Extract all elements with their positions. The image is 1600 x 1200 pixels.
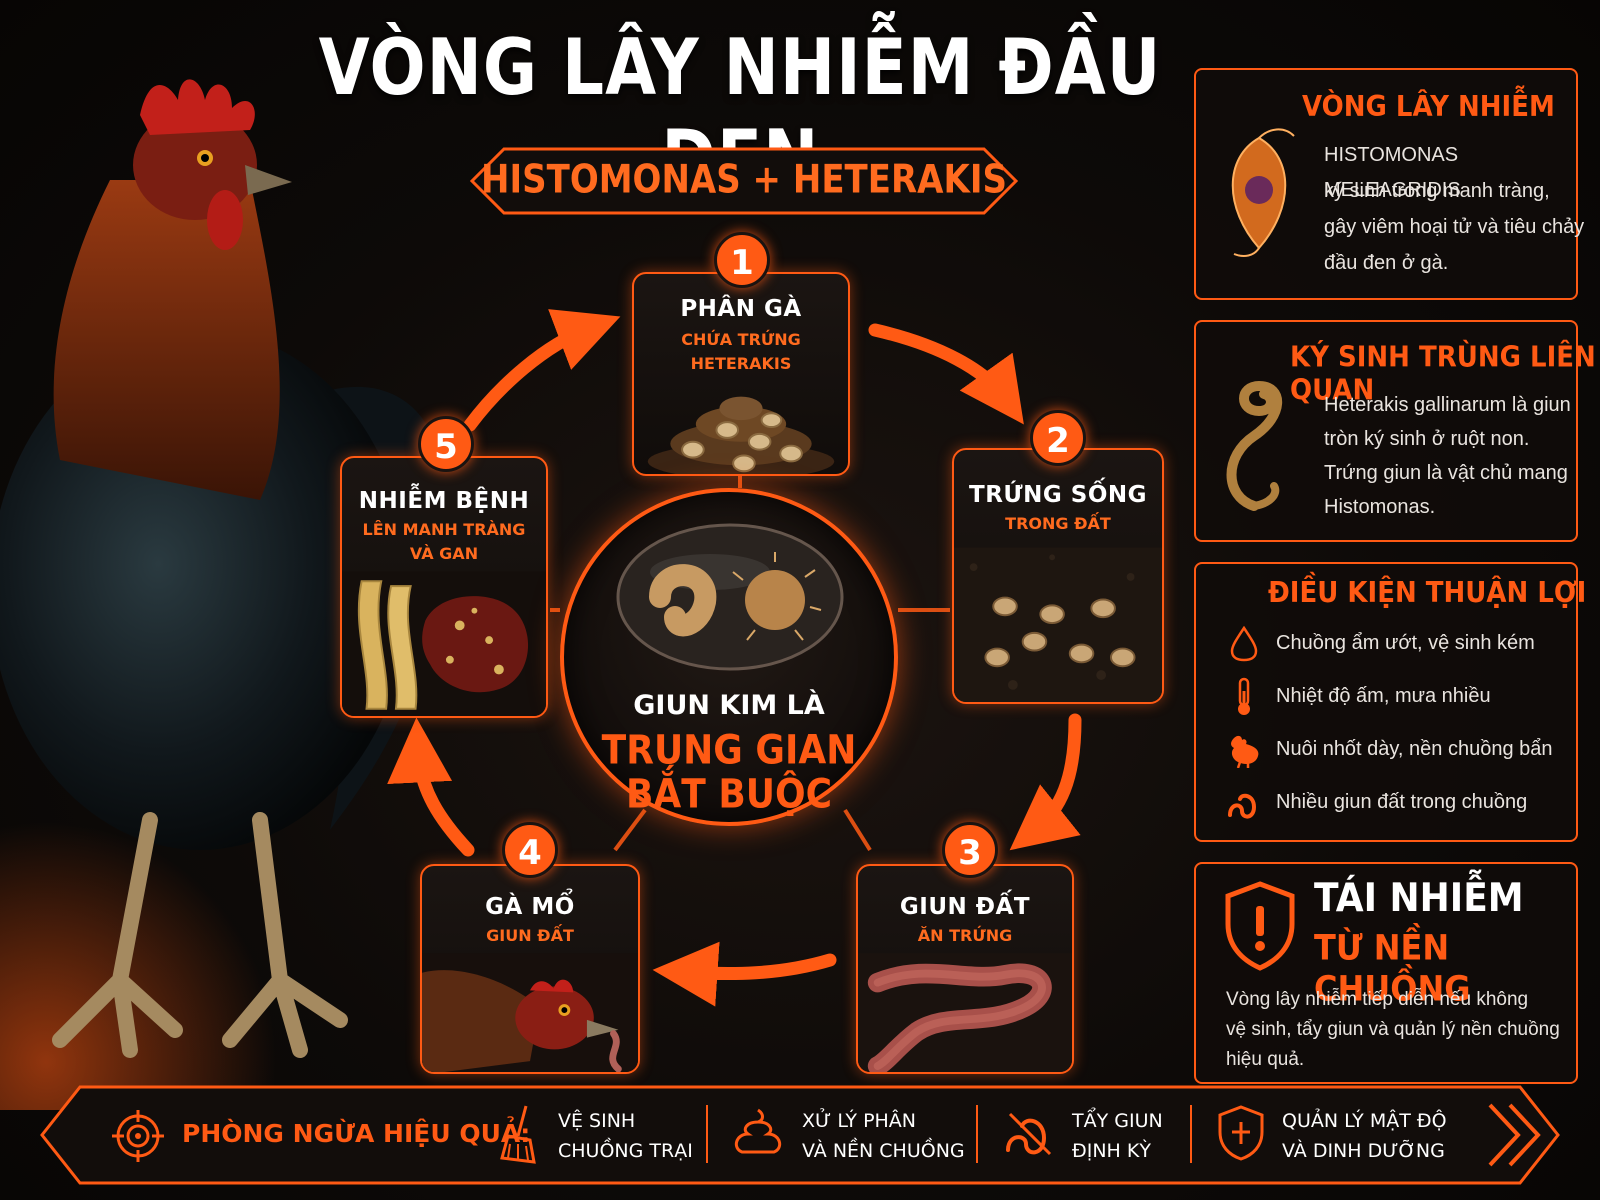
panel-related-parasite-title: KÝ SINH TRÙNG LIÊN QUAN [1290,341,1596,407]
soil-eggs-illustration [954,547,1162,702]
panel-reinfection [1194,862,1578,1084]
thermometer-icon [1238,677,1250,715]
cecum-liver-illustration [342,571,546,716]
cycle-step-5: NHIỄM BỆNH LÊN MANH TRÀNG VÀ GAN [340,456,548,718]
prevention-item-3-line-2: ĐỊNH KỲ [1072,1140,1151,1162]
prevention-item-4-line-1: QUẢN LÝ MẬT ĐỘ [1282,1110,1447,1132]
worm-icon [1228,793,1257,819]
arrow-5-to-1 [463,309,621,432]
chicken-icon [1231,735,1259,768]
panel-cycle-info-line-2: ký sinh trong manh tràng, [1324,180,1550,202]
deworm-icon [1006,1112,1052,1156]
center-line-1: GIUN KIM LÀ [633,690,825,721]
step-5-subtitle-2: VÀ GAN [409,544,479,563]
earthworm-illustration [858,953,1072,1072]
prevention-item-1-line-2: CHUỒNG TRẠI [558,1140,693,1162]
panel-related-parasite-line-1: Heterakis gallinarum là giun [1324,394,1571,416]
step-2-number: 2 [1030,410,1086,466]
panel-related-parasite-line-2: tròn ký sinh ở ruột non. [1324,428,1530,450]
panel-related-parasite-line-3: Trứng giun là vật chủ mang [1324,462,1568,484]
panel-cycle-info-line-1: HISTOMONAS MELEAGRIDIS [1324,144,1461,201]
panel-reinfection-text: Vòng lây nhiễm tiếp diễn nếu không vệ si… [1226,985,1566,1075]
panel-reinfection-subtitle: TỪ NỀN CHUỒNG [1314,926,1471,1010]
panel-conditions-title: ĐIỀU KIỆN THUẬN LỢI [1268,576,1587,610]
condition-item: Nhiều giun đất trong chuồng [1226,783,1566,823]
parasite-egg-illustration [616,523,844,671]
condition-item: Nhiệt độ ấm, mưa nhiều [1226,677,1566,717]
center-line-2: TRUNG GIAN [601,727,857,774]
step-1-number: 1 [714,232,770,288]
condition-text: Nuôi nhốt dày, nền chuồng bẩn [1276,738,1553,760]
panel-reinfection-line-3: hiệu quả. [1226,1049,1305,1070]
arrow-4-to-5 [387,717,475,857]
step-3-subtitle: ĂN TRỨNG [917,926,1013,945]
condition-text: Chuồng ẩm ướt, vệ sinh kém [1276,632,1535,654]
arrow-2-to-3 [1009,713,1082,851]
prevention-bar [40,1085,1560,1185]
step-4-subtitle: GIUN ĐẤT [486,926,574,945]
step-3-title: GIUN ĐẤT [899,894,1031,920]
prevention-item-2-line-1: XỬ LÝ PHÂN [802,1110,917,1132]
divider [976,1105,978,1163]
manure-eggs-illustration [647,396,835,474]
arrow-3-to-4 [652,941,837,1007]
panel-reinfection-title: TÁI NHIỄM [1314,876,1524,921]
step-4-title: GÀ MỔ [485,894,575,920]
divider [1190,1105,1192,1163]
center-line-3: BẮT BUỘC [625,771,833,818]
panel-related-parasite-line-4: Histomonas. [1324,496,1436,518]
prevention-item-1-line-1: VỆ SINH [558,1110,636,1132]
subtitle: HISTOMONAS + HETERAKIS [481,157,1007,203]
panel-cycle-info-line-3: gây viêm hoại tử và tiêu chảy [1324,216,1585,238]
divider [706,1105,708,1163]
manure-icon [734,1108,782,1154]
step-5-title: NHIỄM BỆNH [358,488,530,514]
cycle-step-4: GÀ MỔ GIUN ĐẤT [420,864,640,1074]
cycle-step-1: PHÂN GÀ CHỨA TRỨNG HETERAKIS [632,272,850,476]
target-icon [112,1110,164,1162]
step-1-title: PHÂN GÀ [680,296,802,322]
cycle-step-3: GIUN ĐẤT ĂN TRỨNG [856,864,1074,1074]
step-5-number: 5 [418,416,474,472]
protozoa-icon [1231,128,1295,257]
prevention-label: PHÒNG NGỪA HIỆU QUẢ: [182,1119,531,1148]
condition-item: Chuồng ẩm ướt, vệ sinh kém [1226,624,1566,664]
subtitle-banner [470,147,1018,215]
warning-shield-icon [1225,881,1295,971]
arrow-1-to-2 [868,323,1024,425]
prevention-item-4-line-2: VÀ DINH DƯỠNG [1282,1140,1445,1162]
step-1-subtitle-2: HETERAKIS [690,354,792,373]
panel-reinfection-line-1: Vòng lây nhiễm tiếp diễn nếu không [1226,989,1529,1010]
chicken-pecking-illustration [422,953,638,1072]
step-1-subtitle: CHỨA TRỨNG [681,330,801,349]
condition-text: Nhiệt độ ấm, mưa nhiều [1276,685,1491,707]
panel-conditions [1194,562,1578,842]
step-5-subtitle: LÊN MANH TRÀNG [362,520,526,539]
roundworm-icon [1226,380,1283,511]
condition-item: Nuôi nhốt dày, nền chuồng bẩn [1226,730,1566,770]
step-2-subtitle: TRONG ĐẤT [1005,514,1111,533]
broom-icon [500,1105,536,1164]
shield-plus-icon [1218,1105,1264,1161]
step-4-number: 4 [502,822,558,878]
prevention-item-2-line-2: VÀ NỀN CHUỒNG [802,1140,965,1162]
water-drop-icon [1230,626,1258,662]
step-3-number: 3 [942,822,998,878]
panel-reinfection-line-2: vệ sinh, tẩy giun và quản lý nền chuồng [1226,1019,1560,1040]
panel-cycle-info-line-4: đầu đen ở gà. [1324,252,1449,274]
panel-cycle-info-title: VÒNG LÂY NHIỄM [1302,90,1555,124]
prevention-item-3-line-1: TẨY GIUN [1072,1110,1163,1132]
step-2-title: TRỨNG SỐNG [969,482,1147,508]
condition-text: Nhiều giun đất trong chuồng [1276,791,1528,813]
cycle-step-2: TRỨNG SỐNG TRONG ĐẤT [952,448,1164,704]
